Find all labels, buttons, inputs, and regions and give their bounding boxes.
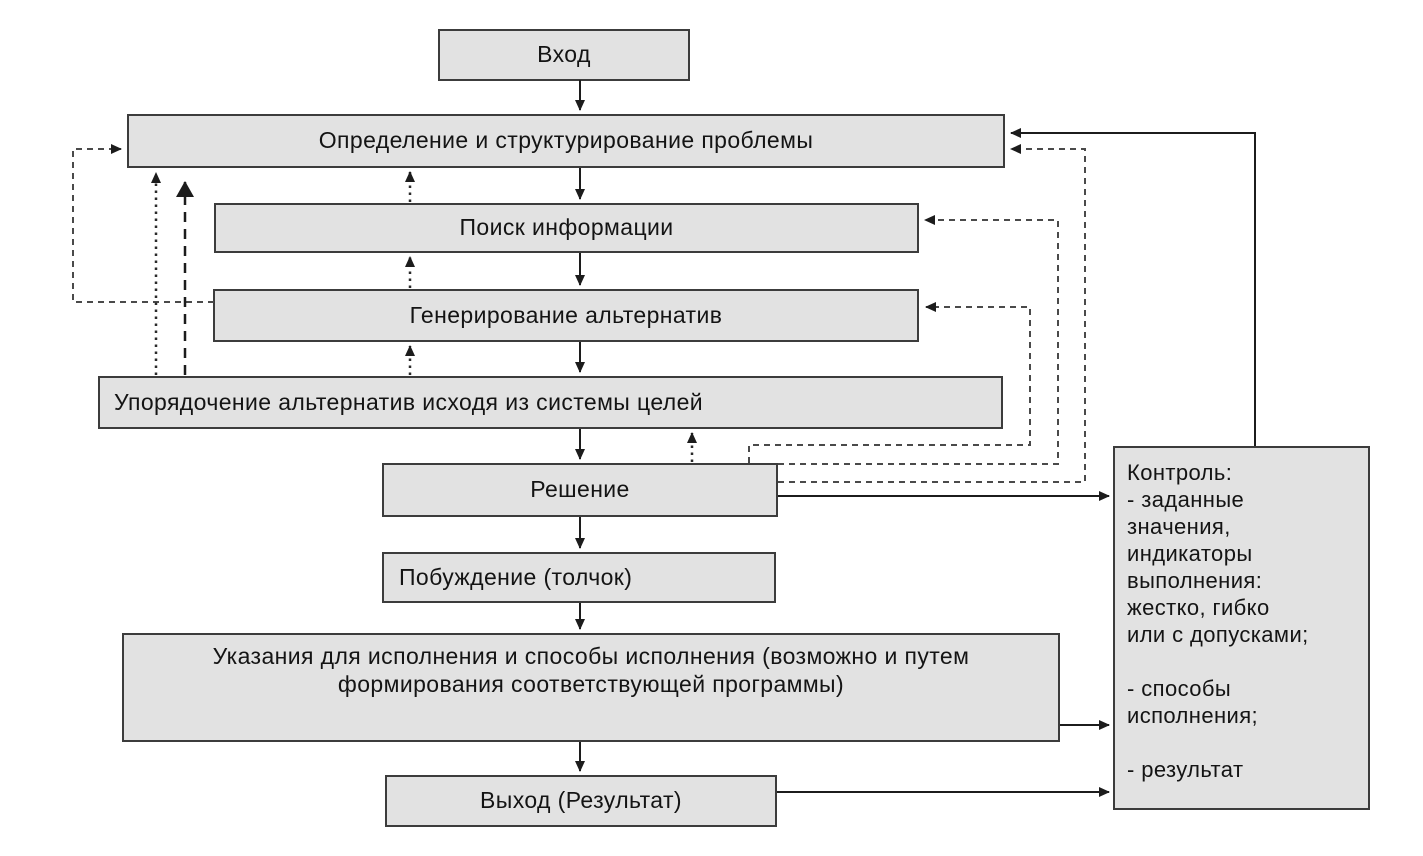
edge-generate-to-problem-feedback-left — [72, 144, 214, 303]
node-execution-instructions-label: Указания для исполнения и способы исполн… — [212, 643, 970, 697]
node-impulse-label: Побуждение (толчок) — [399, 563, 633, 590]
node-input-label: Вход — [537, 41, 591, 68]
node-control: Контроль: - заданные значения, индикатор… — [1113, 446, 1370, 810]
node-output-result-label: Выход (Результат) — [480, 787, 682, 814]
node-information-search-label: Поиск информации — [459, 214, 674, 241]
node-execution-instructions: Указания для исполнения и способы исполн… — [122, 633, 1060, 742]
node-generate-alternatives-label: Генерирование альтернатив — [409, 301, 723, 328]
edge-control-to-problem — [1010, 128, 1256, 446]
node-input: Вход — [438, 29, 690, 81]
node-problem-definition-label: Определение и структурирование проблемы — [318, 127, 814, 154]
node-output-result: Выход (Результат) — [385, 775, 777, 827]
node-decision-label: Решение — [530, 476, 630, 503]
node-generate-alternatives: Генерирование альтернатив — [213, 289, 919, 342]
node-problem-definition: Определение и структурирование проблемы — [127, 114, 1005, 168]
node-information-search: Поиск информации — [214, 203, 919, 253]
node-impulse: Побуждение (толчок) — [382, 552, 776, 603]
node-order-alternatives: Упорядочение альтернатив исходя из систе… — [98, 376, 1003, 429]
node-order-alternatives-label: Упорядочение альтернатив исходя из систе… — [114, 388, 704, 415]
node-control-label: Контроль: - заданные значения, индикатор… — [1127, 460, 1309, 782]
node-decision: Решение — [382, 463, 778, 517]
